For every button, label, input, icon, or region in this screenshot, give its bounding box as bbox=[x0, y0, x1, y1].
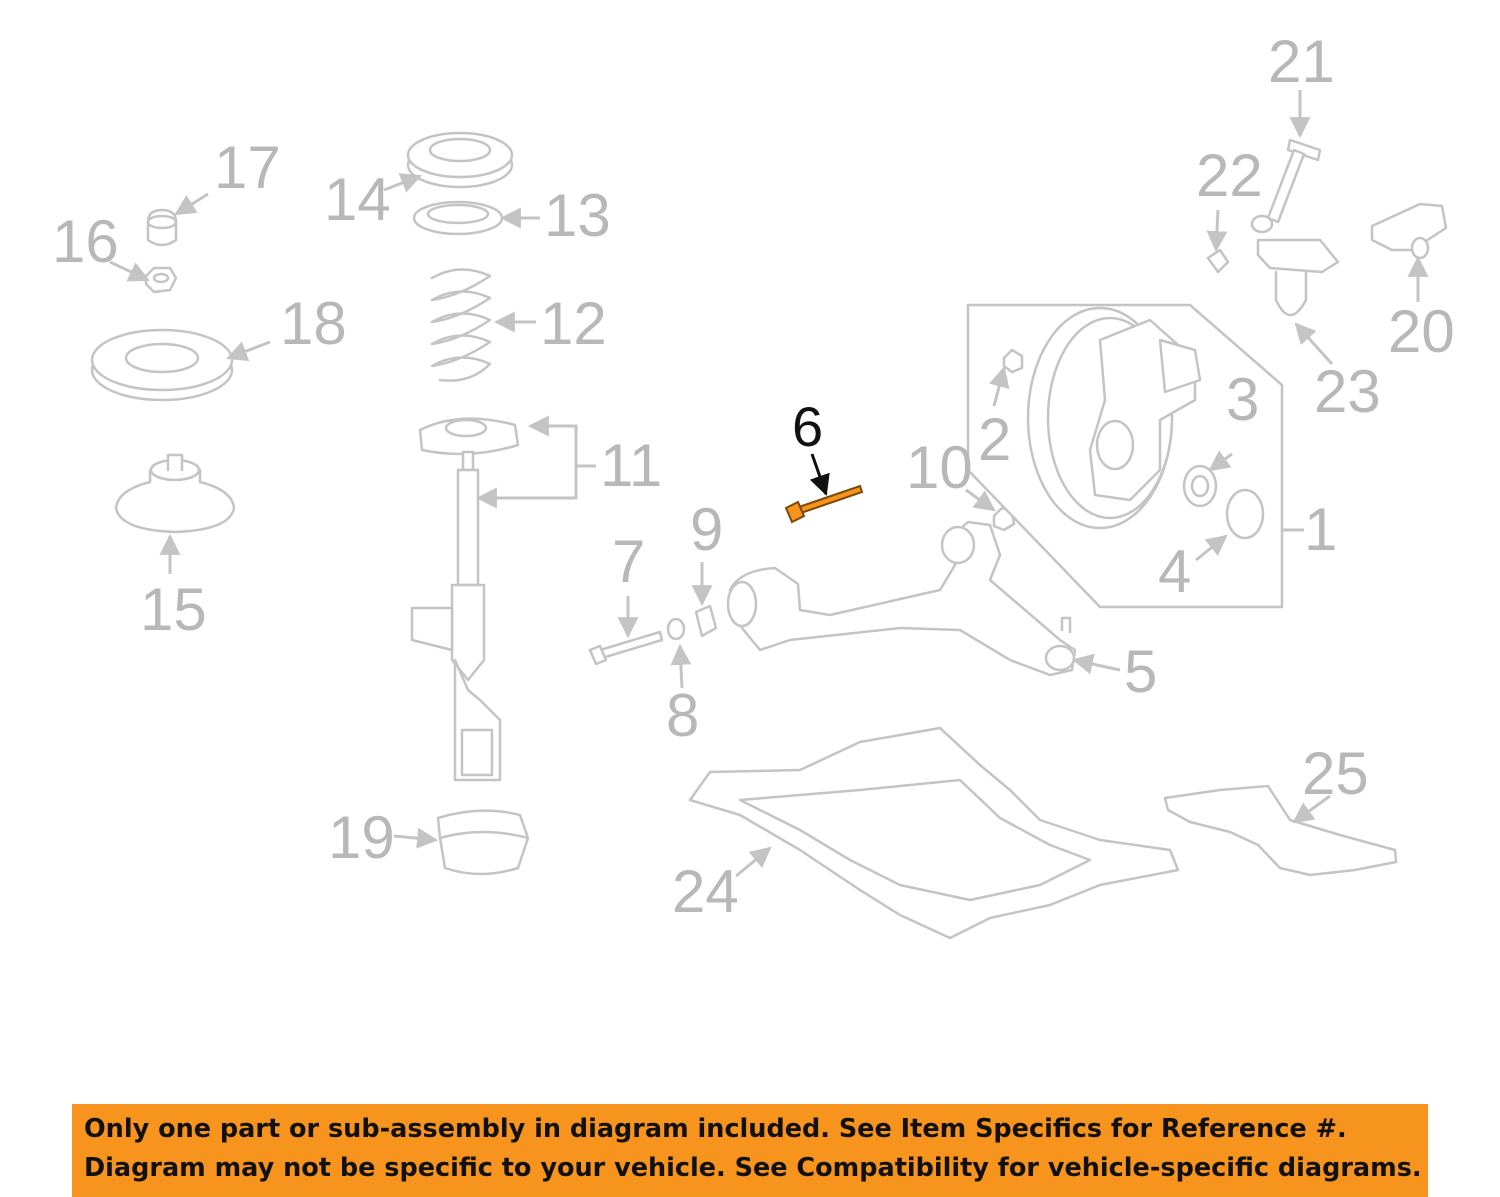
part-8-washer bbox=[666, 617, 686, 641]
part-6-bolt-highlighted bbox=[784, 484, 864, 524]
part-5-control-arm bbox=[726, 520, 1077, 677]
callout-16: 16 bbox=[52, 208, 119, 275]
callout-numbers: 1 2 3 4 5 6 7 8 9 10 11 12 13 14 15 16 1… bbox=[52, 28, 1455, 925]
callout-15: 15 bbox=[140, 576, 207, 643]
callout-17: 17 bbox=[214, 134, 281, 201]
parts-diagram: 1 2 3 4 5 6 7 8 9 10 11 12 13 14 15 16 1… bbox=[52, 28, 1455, 940]
callout-13: 13 bbox=[544, 182, 611, 249]
part-9-washer bbox=[694, 604, 718, 638]
disclaimer-banner: Only one part or sub-assembly in diagram… bbox=[72, 1104, 1428, 1197]
part-21-23-stabilizer-link bbox=[1206, 138, 1340, 317]
disclaimer-line-2: Diagram may not be specific to your vehi… bbox=[84, 1153, 1422, 1183]
part-1-knuckle-assembly bbox=[966, 303, 1284, 609]
callout-6: 6 bbox=[792, 395, 823, 458]
part-15-mount bbox=[114, 453, 236, 534]
callout-18: 18 bbox=[280, 290, 347, 357]
callout-8: 8 bbox=[666, 682, 699, 749]
part-14-mount bbox=[406, 131, 514, 189]
callout-3: 3 bbox=[1226, 366, 1259, 433]
callout-1: 1 bbox=[1304, 496, 1337, 563]
callout-10: 10 bbox=[906, 434, 973, 501]
callout-22: 22 bbox=[1196, 142, 1263, 209]
part-17-cap bbox=[146, 208, 178, 247]
part-16-nut bbox=[144, 266, 178, 294]
callout-4: 4 bbox=[1158, 538, 1191, 605]
callout-14: 14 bbox=[324, 166, 391, 233]
part-18-washer bbox=[90, 328, 234, 402]
callout-7: 7 bbox=[612, 528, 645, 595]
part-24-subframe bbox=[688, 726, 1180, 940]
callout-11: 11 bbox=[600, 432, 662, 499]
part-12-spring bbox=[430, 268, 492, 382]
callout-19: 19 bbox=[328, 804, 395, 871]
callout-20: 20 bbox=[1388, 298, 1455, 365]
part-19-bumpstop bbox=[436, 809, 530, 876]
part-20-sensor bbox=[1370, 202, 1448, 260]
callout-12: 12 bbox=[540, 290, 607, 357]
callout-24: 24 bbox=[672, 858, 739, 925]
callout-25: 25 bbox=[1302, 740, 1369, 807]
callout-9: 9 bbox=[690, 496, 723, 563]
part-7-bolt bbox=[588, 630, 664, 666]
callout-5: 5 bbox=[1124, 638, 1157, 705]
callout-2: 2 bbox=[978, 406, 1011, 473]
callout-21: 21 bbox=[1268, 28, 1335, 95]
leader-lines bbox=[109, 90, 1429, 878]
part-25-plate bbox=[1163, 784, 1398, 877]
disclaimer-line-1: Only one part or sub-assembly in diagram… bbox=[84, 1114, 1347, 1144]
part-13-bearing bbox=[412, 200, 504, 236]
part-11-strut bbox=[410, 417, 520, 782]
callout-23: 23 bbox=[1314, 358, 1381, 425]
